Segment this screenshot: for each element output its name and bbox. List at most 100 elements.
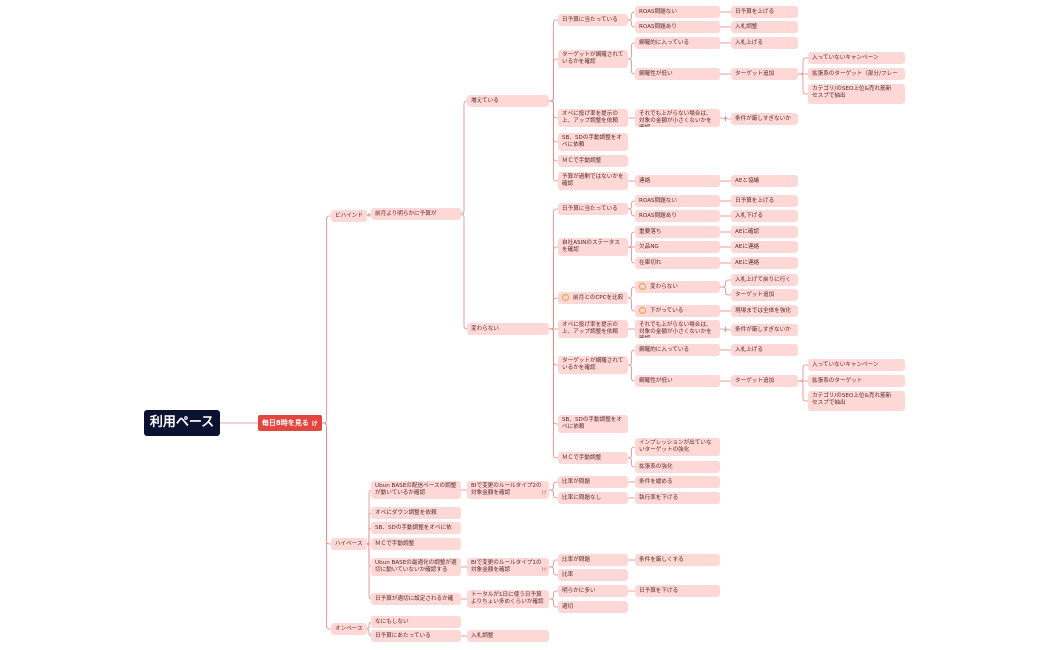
node-asin-status[interactable]: 自社ASINのステータスを確認: [558, 238, 628, 256]
node-rule-check[interactable]: BIで変更のルールタイプ2の対象金額を確認: [467, 481, 549, 499]
node-ubun-opt[interactable]: Ubun BASEの最適化の調整が適切に動いていないか確認する: [371, 558, 461, 576]
node-clearly-high[interactable]: 明らかに多い: [558, 585, 628, 597]
node-ae-meet[interactable]: AEと協議: [731, 175, 798, 187]
node-bid-up-then[interactable]: 入札上げて戻りに行く: [731, 274, 798, 286]
node-add-target-2[interactable]: ターゲット追加: [731, 289, 798, 301]
node-budget-ok[interactable]: 予算が過剰ではないかを確認: [558, 172, 628, 190]
node-roas-bad[interactable]: ROAS問題あり: [635, 21, 720, 33]
node-ratio-issue[interactable]: 比率が問題: [558, 476, 628, 488]
node-raise-2[interactable]: 日予算を上げる: [731, 195, 798, 207]
connector: [628, 286, 635, 299]
node-covered[interactable]: 網羅的に入っている: [635, 37, 720, 49]
node-mc-manual-3[interactable]: ＭＣで手動調整: [371, 538, 461, 550]
node-bid-adjust[interactable]: 入札調整: [467, 630, 549, 642]
node-lower-rate[interactable]: 執行率を下げる: [635, 492, 720, 504]
node-relax[interactable]: 条件を緩める: [635, 476, 720, 488]
node-uncovered-2[interactable]: 網羅性が低い: [635, 375, 720, 387]
connector: [365, 543, 373, 600]
node-sb-sd[interactable]: SB、SDの手動調整をオペに依頼: [558, 133, 628, 151]
connector: [549, 297, 558, 330]
node-budget-hit[interactable]: 日予算に当たっている: [558, 14, 628, 26]
node-budget-hit-3[interactable]: 日予算にあたっている: [371, 630, 461, 642]
link-icon[interactable]: ゖ: [541, 489, 548, 496]
link-icon[interactable]: ゖ: [541, 566, 548, 573]
node-campaigns[interactable]: 入っていないキャンペーン: [808, 52, 905, 64]
node-unchanged[interactable]: 変わらない: [467, 323, 549, 335]
connector: [628, 364, 635, 382]
node-budget-hit-2[interactable]: 日予算に当たっている: [558, 203, 628, 215]
node-sb-sd-3[interactable]: SB、SDの手動調整をオペに依頼: [371, 522, 461, 534]
node-ae-contact-2[interactable]: AEに連絡: [731, 257, 798, 269]
node-daily-budget[interactable]: 日予算が適切に設定されるか確認: [371, 593, 461, 605]
node-propose-op-2[interactable]: オペに投げ率を提示の上、アップ調整を依頼: [558, 320, 628, 338]
connector: [628, 11, 635, 21]
node-total-check[interactable]: トータルが1日に使う日予算よりちょい多めくらいか確認: [467, 590, 549, 608]
node-op-down[interactable]: オペにダウン調整を依頼: [371, 507, 461, 519]
node-ae-check[interactable]: AEに確認: [731, 226, 798, 238]
connector: [628, 208, 635, 217]
node-target-check[interactable]: ターゲットが網羅されているかを確認: [558, 50, 628, 68]
node-increased[interactable]: 増えている: [467, 95, 549, 107]
node-sb-sd-2[interactable]: SB、SDの手動調整をオペに依頼: [558, 415, 628, 433]
hub-node[interactable]: 毎日8時を見る ゖ: [258, 415, 322, 431]
node-bid-up-2[interactable]: 入札上げる: [731, 344, 798, 356]
node-add-target-3[interactable]: ターゲット追加: [731, 375, 798, 387]
cpc-down-label: 下がっている: [650, 308, 684, 314]
node-covered-2[interactable]: 網羅的に入っている: [635, 344, 720, 356]
node-ratio-issue-2[interactable]: 比率が問題: [558, 554, 628, 566]
node-roas-ng-2[interactable]: ROAS問題ない: [635, 195, 720, 207]
node-price-drop[interactable]: 重要落ち: [635, 226, 720, 238]
node-expand-3[interactable]: 拡張系の強化: [635, 461, 720, 473]
node-nothing[interactable]: なにもしない: [371, 616, 461, 628]
node-if-not-rise-2[interactable]: それでも上がらない場合は、対象の金額が小さくないかを確認: [635, 320, 720, 338]
node-tighten[interactable]: 条件を厳しくする: [635, 554, 720, 566]
connector: [798, 364, 808, 382]
node-mc-manual[interactable]: ＭＣで手動調整: [558, 155, 628, 167]
node-expand-phrase[interactable]: 拡張系のターゲット（部分/フレーズ）: [808, 68, 905, 80]
node-ae-contact[interactable]: AEに連絡: [731, 241, 798, 253]
connector: [549, 489, 558, 499]
node-lower-budget[interactable]: 日予算を下げる: [635, 585, 720, 597]
node-check-cond-2[interactable]: 条件が厳しすぎないか確認: [731, 324, 798, 336]
node-add-target[interactable]: ターゲット追加: [731, 68, 798, 80]
branch-on-pace[interactable]: オンペース: [331, 623, 367, 635]
cpc-compare-label: 前月とのCPCを比較: [573, 295, 624, 301]
node-roas-ng[interactable]: ROAS問題ない: [635, 6, 720, 18]
root-node[interactable]: 利用ペース: [144, 410, 220, 436]
node-cpc-compare[interactable]: 前月とのCPCを比較: [558, 292, 628, 304]
branch-high-pace[interactable]: ハイペース: [331, 538, 367, 550]
node-cpc-same[interactable]: 変わらない: [635, 281, 720, 293]
node-ratio[interactable]: 比率: [558, 569, 628, 581]
node-contact[interactable]: 連絡: [635, 175, 720, 187]
node-cpc-down[interactable]: 下がっている: [635, 305, 720, 317]
node-stock-cut[interactable]: 在庫切れ: [635, 257, 720, 269]
node-roas-bad-2[interactable]: ROAS問題あり: [635, 210, 720, 222]
node-ubun-check[interactable]: Ubun BASEの配信ペースの調整が動いているか確認: [371, 481, 461, 499]
node-cond[interactable]: 前月より明らかに予算が: [371, 208, 461, 220]
node-rule-check-2[interactable]: BIで変更のルールタイプ1の対象金額を確認: [467, 558, 549, 576]
node-bid-down[interactable]: 入札調整: [731, 21, 798, 33]
node-out-of-stock[interactable]: 欠品NG: [635, 241, 720, 253]
node-category-seo[interactable]: カテゴリ/のSEO上位&売れ筋新セスプで抽出: [808, 84, 905, 104]
node-if-not-rise[interactable]: それでも上がらない場合は、対象の金額が小さくないかを確認: [635, 109, 720, 127]
node-strengthen[interactable]: 現場までは全体を強化: [731, 305, 798, 317]
node-raise-budget[interactable]: 日予算を上げる: [731, 6, 798, 18]
node-impression[interactable]: インプレッションが出ていないターゲットの強化: [635, 438, 720, 456]
branch-behind[interactable]: ビハインド: [331, 210, 367, 222]
connector: [365, 628, 373, 637]
category-seo-line2: セスプで抽出: [812, 93, 846, 99]
node-bid-up[interactable]: 入札上げる: [731, 37, 798, 49]
node-target-check-2[interactable]: ターゲットが網羅されているかを確認: [558, 356, 628, 374]
node-mc-manual-2[interactable]: ＭＣで手動調整: [558, 452, 628, 464]
node-expand-2[interactable]: 拡張系のターゲット: [808, 375, 905, 387]
node-category-seo-2[interactable]: カテゴリ/のSEO上位&売れ筋新セスプで抽出: [808, 391, 905, 411]
node-campaigns-2[interactable]: 入っていないキャンペーン: [808, 359, 905, 371]
node-bid-down-2[interactable]: 入札下げる: [731, 210, 798, 222]
node-ratio-ok[interactable]: 比率に問題なし: [558, 492, 628, 504]
node-appropriate[interactable]: 適切: [558, 601, 628, 613]
connector: [798, 57, 808, 75]
node-check-cond[interactable]: 条件が厳しすぎないか確認: [731, 113, 798, 125]
node-propose-op[interactable]: オペに投げ率を提示の上、アップ調整を依頼: [558, 109, 628, 127]
node-uncovered[interactable]: 網羅性が低い: [635, 68, 720, 80]
